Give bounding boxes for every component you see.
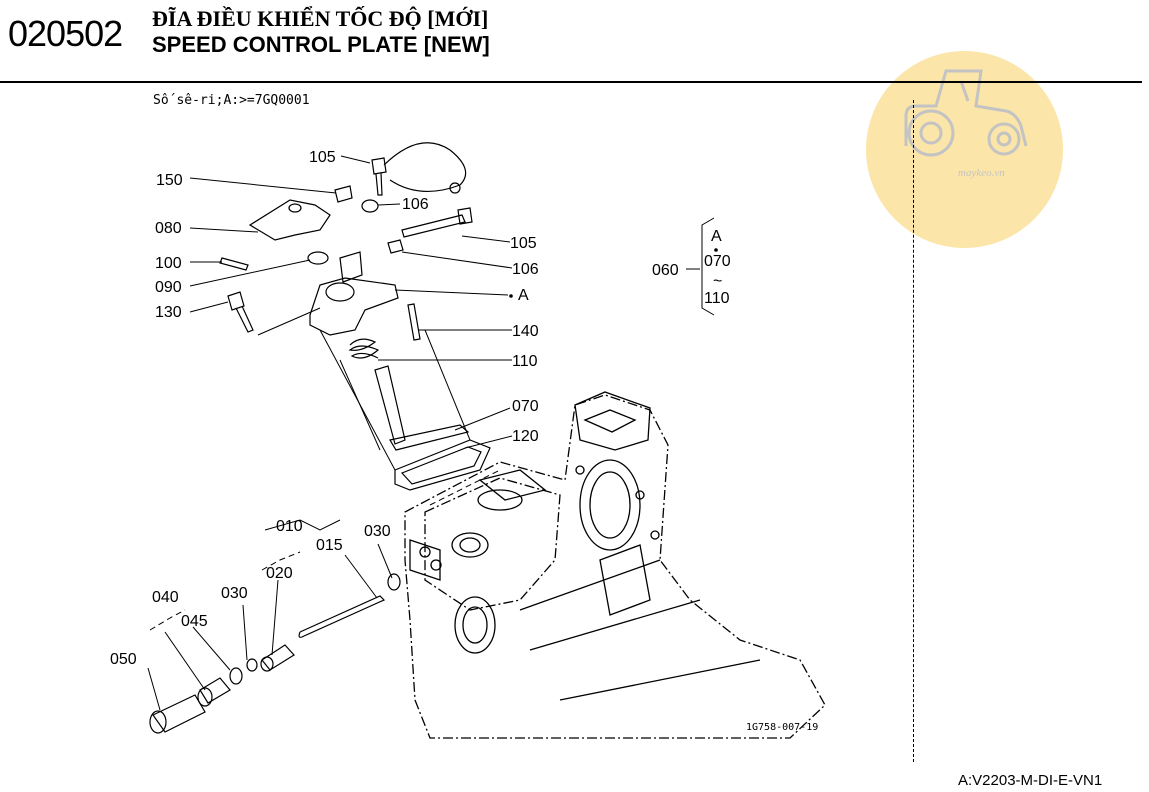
watermark-logo: maykeo.vn bbox=[866, 51, 1063, 248]
watermark-text: maykeo.vn bbox=[958, 167, 1005, 179]
group-060: 060 A 070 ~ 110 bbox=[652, 228, 731, 307]
group-060-label: 060 bbox=[652, 262, 679, 279]
callout-100: 100 bbox=[155, 255, 182, 272]
callout-015: 015 bbox=[316, 537, 343, 554]
callout-105-top: 105 bbox=[309, 149, 336, 166]
group-060-line-110: 110 bbox=[704, 290, 730, 307]
drawing-code: 1G758-007-19 bbox=[746, 722, 819, 733]
callout-a: A bbox=[518, 287, 529, 304]
part-callouts: 105 150 106 080 105 100 106 090 A 130 14… bbox=[110, 149, 539, 668]
callout-140: 140 bbox=[512, 323, 539, 340]
callout-150: 150 bbox=[156, 172, 183, 189]
title-vietnamese: ĐĨA ĐIỀU KHIỂN TỐC ĐỘ [MỚI] bbox=[152, 6, 489, 31]
footer-code: A:V2203-M-DI-E-VN1 bbox=[958, 772, 1103, 789]
group-060-line-070: 070 bbox=[704, 253, 731, 270]
group-060-dot bbox=[714, 248, 718, 252]
callout-105-right: 105 bbox=[510, 235, 537, 252]
callout-045: 045 bbox=[181, 613, 208, 630]
callout-030-lower: 030 bbox=[221, 585, 248, 602]
group-060-line-tilde: ~ bbox=[713, 273, 722, 290]
callout-130: 130 bbox=[155, 304, 182, 321]
engine-block-drawing bbox=[404, 391, 826, 739]
page-divider bbox=[913, 100, 914, 762]
callout-040: 040 bbox=[152, 589, 179, 606]
callout-030-upper: 030 bbox=[364, 523, 391, 540]
serial-note: Số sê-ri;A:>=7GQ0001 bbox=[153, 93, 310, 108]
speed-control-parts bbox=[149, 142, 491, 734]
callout-080: 080 bbox=[155, 220, 182, 237]
leader-lines bbox=[147, 155, 715, 711]
callout-020: 020 bbox=[266, 565, 293, 582]
callout-090: 090 bbox=[155, 279, 182, 296]
tractor-icon: maykeo.vn bbox=[904, 69, 1028, 179]
callout-010: 010 bbox=[276, 518, 303, 535]
callout-a-dot bbox=[509, 294, 513, 298]
callout-120: 120 bbox=[512, 428, 539, 445]
header-rule bbox=[0, 81, 1142, 83]
title-english: SPEED CONTROL PLATE [NEW] bbox=[152, 32, 490, 57]
group-060-line-a: A bbox=[711, 228, 722, 245]
callout-050: 050 bbox=[110, 651, 137, 668]
callout-070: 070 bbox=[512, 398, 539, 415]
callout-110: 110 bbox=[512, 353, 538, 370]
callout-106-right: 106 bbox=[512, 261, 539, 278]
callout-106-top: 106 bbox=[402, 196, 429, 213]
page-code: 020502 bbox=[8, 13, 123, 54]
